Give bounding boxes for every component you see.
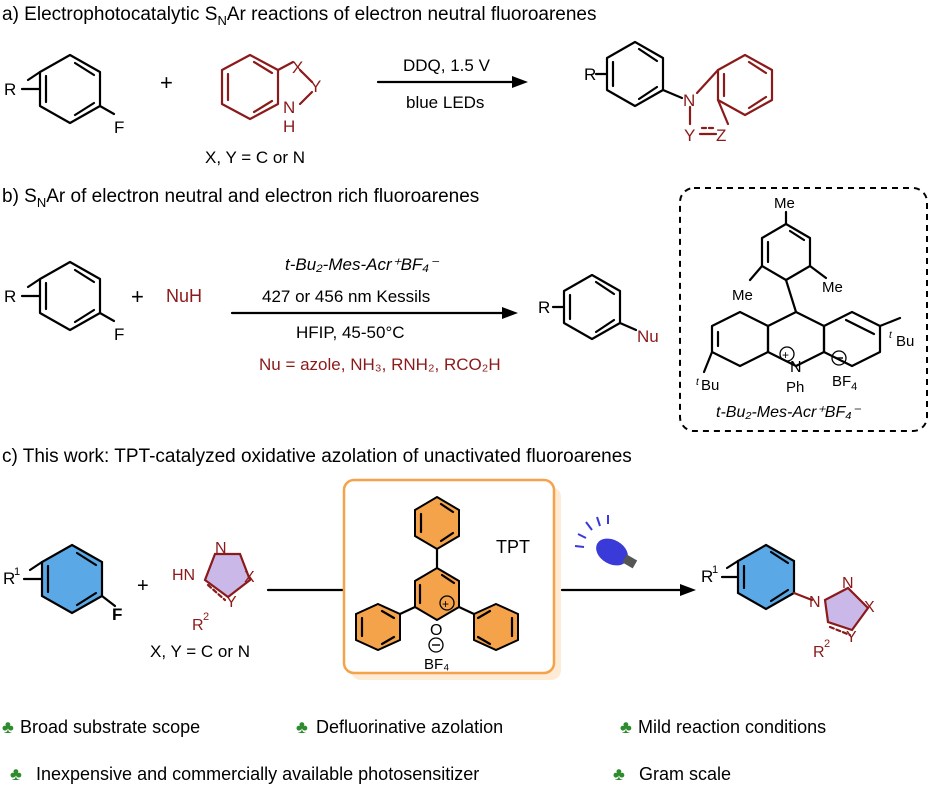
svg-text:Y: Y: [226, 594, 237, 611]
xy-note-c: X, Y = C or N: [150, 642, 250, 661]
svg-text:HN: HN: [172, 567, 195, 584]
svg-text:+: +: [442, 597, 449, 611]
svg-text:Me: Me: [822, 279, 843, 296]
svg-text:2: 2: [203, 611, 209, 623]
svg-text:O: O: [430, 622, 442, 639]
svg-text:Me: Me: [732, 287, 753, 304]
feature-item: Defluorinative azolation: [316, 717, 503, 737]
svg-text:R: R: [584, 65, 596, 84]
svg-text:N: N: [683, 91, 695, 110]
product-b: R Nu: [538, 273, 659, 346]
svg-text:X: X: [292, 58, 303, 77]
svg-text:+: +: [782, 348, 789, 362]
svg-text:Ph: Ph: [786, 379, 804, 396]
section-a-title: a) Electrophotocatalytic SNAr reactions …: [2, 4, 597, 28]
xy-note-a: X, Y = C or N: [205, 148, 305, 167]
reaction-arrow-a: DDQ, 1.5 V blue LEDs: [376, 56, 528, 112]
svg-text:R: R: [538, 298, 550, 317]
svg-text:R: R: [4, 287, 16, 306]
feature-item: Inexpensive and commercially available p…: [36, 764, 479, 784]
fluoroarene-a: R F: [4, 53, 124, 137]
svg-text:Bu: Bu: [701, 377, 719, 394]
svg-text:N: N: [215, 540, 227, 557]
svg-text:Nu: Nu: [637, 327, 659, 346]
tpt-catalyst-box: TPT O + BF₄: [342, 478, 561, 680]
svg-text:blue LEDs: blue LEDs: [406, 93, 484, 112]
svg-text:Y: Y: [684, 126, 695, 145]
reaction-arrow-c: [560, 515, 696, 596]
catalyst-label-b: t-Bu₂-Mes-Acr⁺BF₄⁻: [716, 404, 862, 421]
svg-text:Bu: Bu: [896, 333, 914, 350]
product-a: R N Y Z: [584, 40, 774, 145]
svg-text:F: F: [114, 325, 124, 344]
svg-text:+: +: [131, 284, 144, 309]
svg-text:R: R: [192, 617, 204, 634]
club-icon: ♣: [620, 717, 632, 737]
svg-text:HFIP, 45-50°C: HFIP, 45-50°C: [296, 323, 405, 342]
club-icon: ♣: [296, 717, 308, 737]
club-icon: ♣: [10, 764, 22, 784]
product-c: R 1 N N X Y R 2: [701, 543, 875, 661]
tpt-label: TPT: [496, 537, 530, 557]
tpt-counterion: BF₄: [424, 656, 449, 673]
svg-text:+: +: [137, 575, 149, 597]
svg-text:R: R: [3, 569, 15, 588]
nucleophile-label: NuH: [166, 286, 202, 306]
svg-text:Nu = azole, NH₃, RNH₂, RCO₂H: Nu = azole, NH₃, RNH₂, RCO₂H: [259, 355, 501, 374]
fluoroarene-b: R F: [4, 260, 124, 344]
svg-text:R: R: [813, 644, 825, 661]
svg-text:1: 1: [14, 566, 20, 578]
fluorine-label: F: [114, 118, 124, 137]
svg-text:F: F: [112, 605, 122, 624]
section-b-title: b) SNAr of electron neutral and electron…: [2, 186, 479, 210]
svg-text:X: X: [244, 569, 255, 586]
r-group-label: R: [4, 80, 16, 99]
feature-list: ♣ Broad substrate scope ♣ Defluorinative…: [2, 717, 826, 784]
feature-item: Mild reaction conditions: [638, 717, 826, 737]
svg-text:427 or 456 nm Kessils: 427 or 456 nm Kessils: [262, 287, 430, 306]
svg-text:Z: Z: [716, 126, 726, 145]
svg-text:Me: Me: [774, 195, 795, 212]
club-icon: ♣: [2, 717, 14, 737]
svg-text:t: t: [696, 377, 700, 388]
svg-text:N: N: [809, 594, 821, 611]
svg-text:N: N: [790, 359, 802, 376]
feature-item: Gram scale: [639, 764, 731, 784]
fluoroarene-c: R 1 F: [3, 543, 122, 624]
azole-reagent-c: HN N X Y R 2: [172, 540, 255, 634]
svg-text:1: 1: [712, 564, 718, 576]
club-icon: ♣: [613, 764, 625, 784]
svg-text:Y: Y: [310, 77, 321, 96]
svg-text:Y: Y: [846, 629, 857, 646]
azole-reagent-a: X Y N H: [220, 53, 321, 136]
svg-text:t-Bu₂-Mes-Acr⁺BF₄⁻: t-Bu₂-Mes-Acr⁺BF₄⁻: [285, 255, 440, 274]
acridinium-catalyst-box: Me Me Me Bu t t Bu N + Ph BF4 t-Bu₂-Mes-…: [679, 187, 928, 432]
svg-text:R: R: [701, 567, 713, 586]
section-c-title: c) This work: TPT-catalyzed oxidative az…: [2, 446, 632, 467]
plus-sign: +: [160, 70, 173, 95]
svg-text:N: N: [842, 575, 854, 592]
svg-text:N: N: [283, 98, 295, 117]
counterion-bf4: BF4: [832, 373, 857, 393]
reaction-arrow-b: t-Bu₂-Mes-Acr⁺BF₄⁻ 427 or 456 nm Kessils…: [230, 255, 518, 374]
svg-text:2: 2: [824, 638, 830, 650]
svg-text:DDQ, 1.5 V: DDQ, 1.5 V: [403, 56, 491, 75]
light-bulb-icon: [574, 515, 638, 569]
svg-text:X: X: [864, 599, 875, 616]
feature-item: Broad substrate scope: [20, 717, 200, 737]
svg-text:H: H: [283, 117, 295, 136]
svg-text:t: t: [889, 330, 893, 341]
